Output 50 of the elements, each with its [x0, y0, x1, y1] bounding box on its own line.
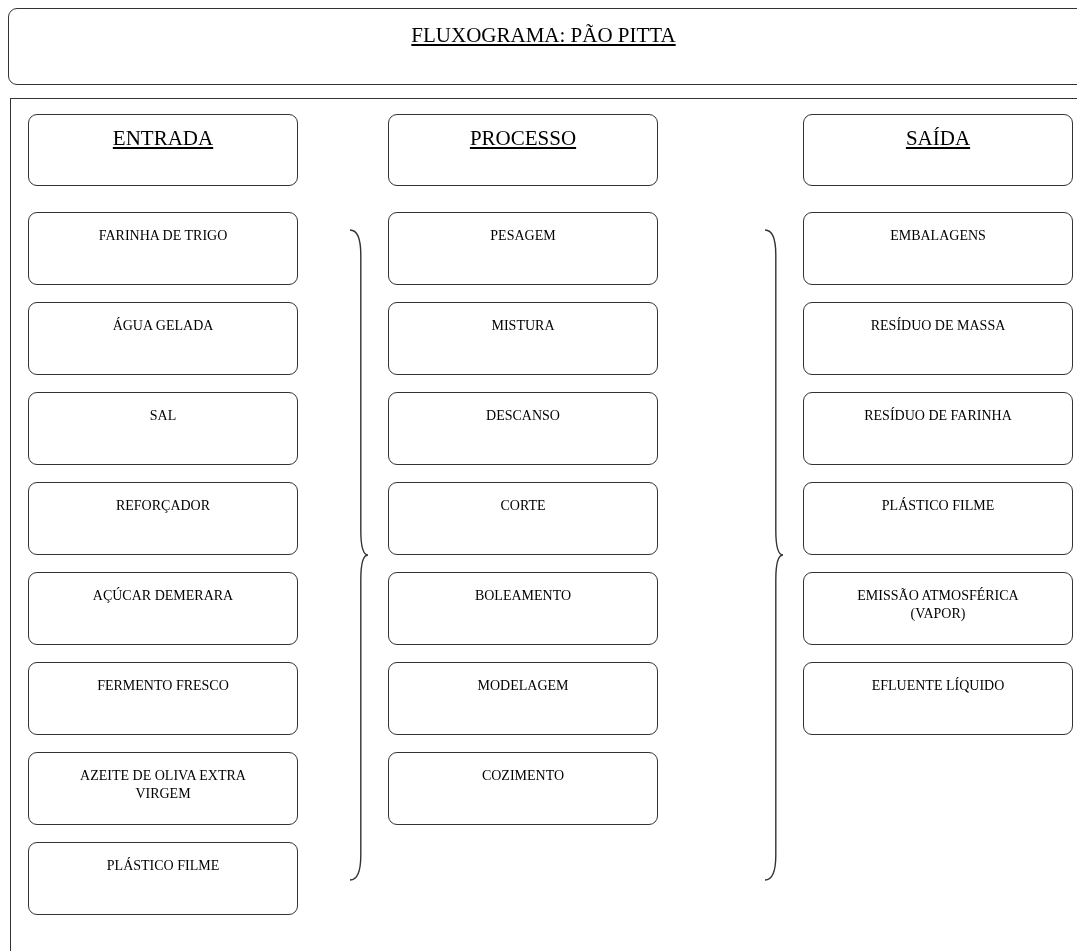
step-label: CORTE	[499, 497, 547, 515]
column-heading: SAÍDA	[904, 125, 972, 147]
step-box	[28, 662, 298, 735]
column-header-box	[28, 114, 298, 186]
step-label: ÁGUA GELADA	[111, 316, 215, 335]
step-box	[28, 752, 298, 825]
step-label: EMBALAGENS	[889, 227, 987, 245]
step-box	[28, 392, 298, 465]
step-box	[388, 572, 658, 645]
step-box	[803, 212, 1073, 285]
step-label: PESAGEM	[489, 227, 557, 245]
step-box	[388, 482, 658, 555]
step-label: BOLEAMENTO	[473, 587, 573, 605]
step-label: EMISSÃO ATMOSFÉRICA (VAPOR)	[856, 586, 1020, 623]
column-header-box	[388, 114, 658, 186]
step-box	[28, 842, 298, 915]
step-label: FARINHA DE TRIGO	[97, 227, 229, 245]
step-box	[388, 302, 658, 375]
step-box	[28, 482, 298, 555]
step-box	[28, 302, 298, 375]
step-label: PLÁSTICO FILME	[105, 856, 221, 875]
step-label: REFORÇADOR	[114, 497, 212, 515]
step-box	[803, 392, 1073, 465]
frame-box	[10, 98, 1077, 951]
step-label: AÇÚCAR DEMERARA	[91, 586, 235, 605]
step-label: RESÍDUO DE FARINHA	[863, 406, 1013, 425]
step-label: RESÍDUO DE MASSA	[869, 316, 1007, 335]
step-label: FERMENTO FRESCO	[96, 677, 230, 695]
step-box	[803, 572, 1073, 645]
step-label: MISTURA	[490, 317, 556, 335]
column-heading: PROCESSO	[468, 125, 578, 147]
column-header-box	[803, 114, 1073, 186]
step-label: SAL	[148, 407, 178, 425]
step-label: AZEITE DE OLIVA EXTRA VIRGEM	[79, 767, 247, 803]
step-box	[803, 302, 1073, 375]
step-box	[388, 752, 658, 825]
step-box	[28, 212, 298, 285]
step-label: MODELAGEM	[476, 677, 570, 695]
step-box	[388, 212, 658, 285]
step-box	[803, 482, 1073, 555]
step-box	[803, 662, 1073, 735]
step-box	[28, 572, 298, 645]
step-label: EFLUENTE LÍQUIDO	[870, 676, 1006, 695]
diagram-title: FLUXOGRAMA: PÃO PITTA	[410, 23, 677, 48]
step-label: COZIMENTO	[480, 767, 566, 785]
step-label: PLÁSTICO FILME	[880, 496, 996, 515]
step-box	[388, 662, 658, 735]
step-label: DESCANSO	[485, 407, 561, 425]
column-heading: ENTRADA	[111, 125, 215, 147]
step-box	[388, 392, 658, 465]
